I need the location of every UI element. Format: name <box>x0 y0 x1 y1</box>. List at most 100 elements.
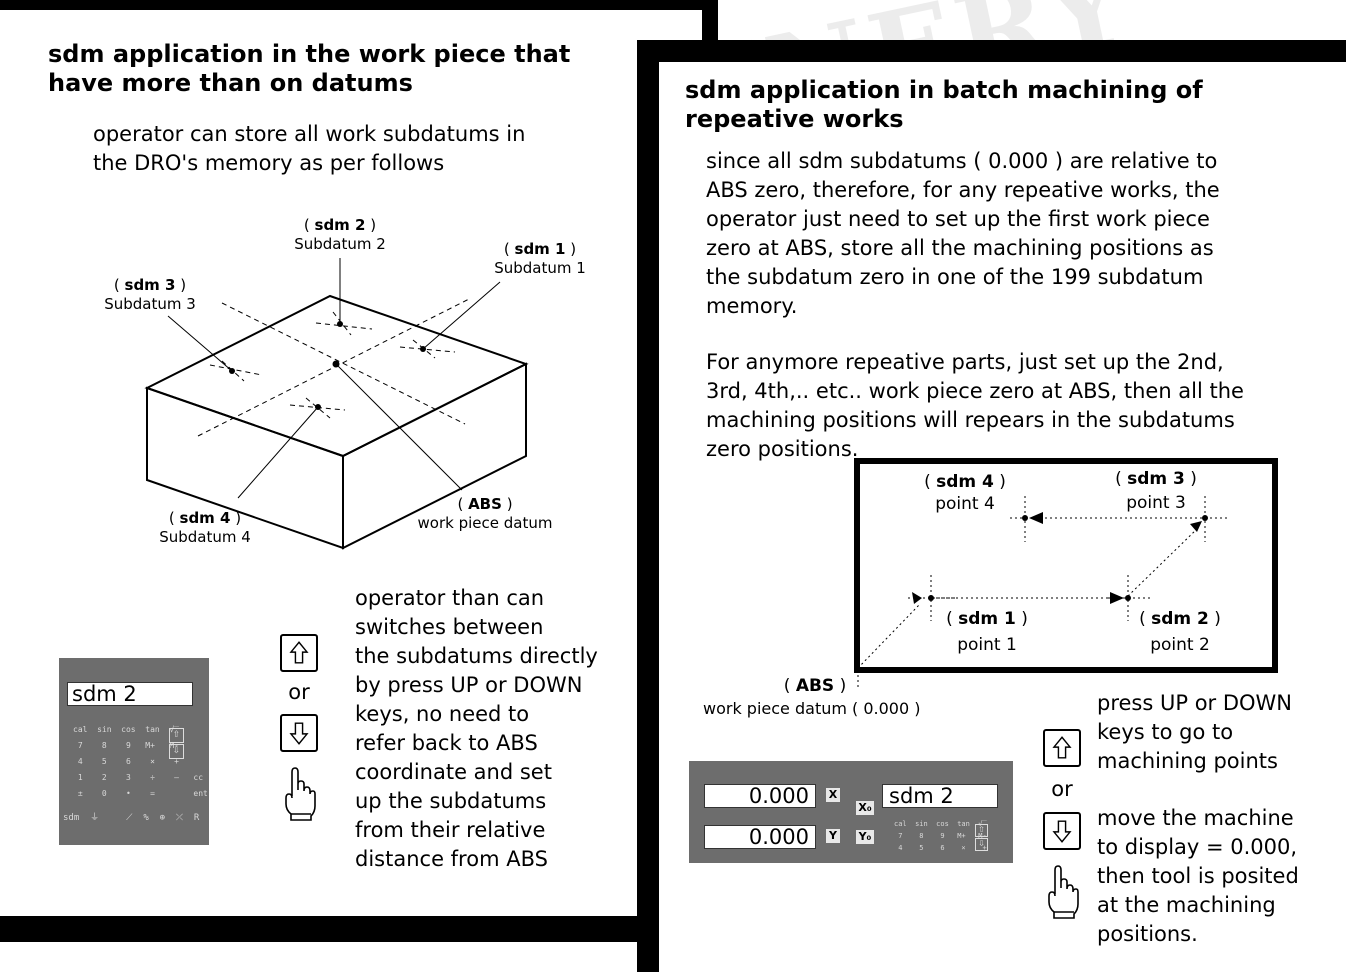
left-desc-line: distance from ABS <box>355 847 548 871</box>
right-para1-line: memory. <box>706 294 798 318</box>
right-move-line: move the machine <box>1097 806 1294 830</box>
right-para2-line: zero positions. <box>706 437 859 461</box>
right-title-line-2: repeative works <box>685 105 904 133</box>
centerline-1 <box>221 302 466 425</box>
sdm2-cross-v <box>332 311 352 336</box>
right-para1-line: since all sdm subdatums ( 0.000 ) are re… <box>706 149 1218 173</box>
left-dro-function-keys[interactable]: sdm ⏚ ⟋ % ⊕ ⤫ R <box>63 813 200 823</box>
left-sdm2-tag: sdm 2 <box>314 216 366 234</box>
sdm1-cross-h <box>399 346 456 353</box>
left-or: or <box>288 680 310 704</box>
left-sdm4-callout: ( sdm 4 ) Subdatum 4 <box>145 509 265 547</box>
right-sdm1-callout: ( sdm 1 ) point 1 <box>937 606 1037 658</box>
up-arrow-icon <box>1052 736 1072 759</box>
arrowhead-p4 <box>1029 512 1043 524</box>
right-press-line: press UP or DOWN <box>1097 691 1293 715</box>
down-arrow-icon <box>289 722 309 745</box>
right-sdm4-label: point 4 <box>935 494 995 514</box>
path-abs-to-p1 <box>857 603 921 669</box>
left-dro-up-key[interactable]: ⇧ <box>169 728 184 743</box>
left-sdm3-label: Subdatum 3 <box>104 295 196 313</box>
left-dro-display: sdm 2 <box>67 682 193 706</box>
left-intro-line-2: the DRO's memory as per follows <box>93 151 445 175</box>
path-p2-to-p3 <box>1127 527 1199 597</box>
left-title-line-2: have more than on datums <box>48 69 413 97</box>
down-arrow-icon <box>1052 820 1072 843</box>
left-sdm2-label: Subdatum 2 <box>294 235 386 253</box>
point4-dot <box>1022 515 1028 521</box>
left-abs-label: work piece datum <box>417 514 553 532</box>
left-dro-down-key[interactable]: ⇩ <box>169 744 184 759</box>
right-dro-x-zero[interactable]: X₀ <box>856 801 874 815</box>
right-abs-tag: ABS <box>795 676 835 696</box>
right-dro-display: sdm 2 <box>882 784 998 808</box>
right-para1-line: operator just need to set up the first w… <box>706 207 1210 231</box>
left-sdm2-callout: ( sdm 2 ) Subdatum 2 <box>280 216 400 254</box>
arrowhead-p3 <box>1190 521 1202 532</box>
left-desc-line: the subdatums directly <box>355 644 598 668</box>
right-dro-down-key[interactable]: ⇩ <box>975 838 988 851</box>
right-sdm1-tag: sdm 1 <box>958 609 1016 629</box>
left-dro-keypad[interactable]: cal sin cos tan √‾ 7 8 9 M+ M- 4 5 6 × +… <box>73 725 208 798</box>
left-desc-line: keys, no need to <box>355 702 530 726</box>
left-desc-line: refer back to ABS <box>355 731 538 755</box>
left-sdm1-tag: sdm 1 <box>514 240 566 258</box>
right-dro-x-axis[interactable]: X <box>826 788 840 802</box>
right-paragraph-2: For anymore repeative parts, just set up… <box>706 348 1244 464</box>
right-sdm2-label: point 2 <box>1150 635 1210 655</box>
left-sdm4-tag: sdm 4 <box>179 509 231 527</box>
right-dro-y-zero[interactable]: Y₀ <box>856 830 874 844</box>
left-up-key[interactable] <box>280 634 318 672</box>
left-desc-line: switches between <box>355 615 544 639</box>
right-sdm1-label: point 1 <box>957 635 1017 655</box>
left-sdm4-label: Subdatum 4 <box>159 528 251 546</box>
up-arrow-icon <box>289 641 309 664</box>
left-title: sdm application in the work piece that h… <box>48 40 570 98</box>
block-right-face <box>342 362 527 550</box>
centerline-2 <box>197 297 472 437</box>
right-title-line-1: sdm application in batch machining of <box>685 76 1203 104</box>
right-sdm3-callout: ( sdm 3 ) point 3 <box>1106 467 1206 515</box>
left-desc-line: up the subdatums <box>355 789 547 813</box>
point1-dot <box>928 595 934 601</box>
right-para2-line: 3rd, 4th,.. etc.. work piece zero at ABS… <box>706 379 1244 403</box>
right-para2-line: machining positions will repears in the … <box>706 408 1235 432</box>
sdm2-cross-h <box>315 322 373 330</box>
right-or: or <box>1051 777 1073 801</box>
left-intro: operator can store all work subdatums in… <box>93 120 525 178</box>
right-para1-line: zero at ABS, store all the machining pos… <box>706 236 1214 260</box>
right-dro-y-value: 0.000 <box>704 825 816 849</box>
right-down-key[interactable] <box>1043 812 1081 850</box>
right-title: sdm application in batch machining of re… <box>685 76 1203 134</box>
sdm3-cross-v <box>221 360 245 382</box>
right-para2-line: For anymore repeative parts, just set up… <box>706 350 1224 374</box>
left-abs-callout: ( ABS ) work piece datum <box>405 495 565 533</box>
right-dro-y-axis[interactable]: Y <box>826 829 840 843</box>
left-title-line-1: sdm application in the work piece that <box>48 40 571 68</box>
point2-dot <box>1125 595 1131 601</box>
left-intro-line-1: operator can store all work subdatums in <box>93 122 526 146</box>
left-sdm3-tag: sdm 3 <box>124 276 176 294</box>
abs-leader <box>335 363 463 491</box>
right-dro-unit: 0.000 X 0.000 Y X₀ Y₀ sdm 2 cal sin cos … <box>689 761 1013 863</box>
left-down-key[interactable] <box>280 714 318 752</box>
right-up-key[interactable] <box>1043 729 1081 767</box>
right-sdm3-label: point 3 <box>1126 493 1186 513</box>
left-desc-line: coordinate and set <box>355 760 552 784</box>
right-press-line: machining points <box>1097 749 1278 773</box>
right-press-line: keys to go to <box>1097 720 1234 744</box>
right-sdm3-tag: sdm 3 <box>1127 469 1185 489</box>
arrowhead-p1 <box>912 592 922 604</box>
right-paragraph-1: since all sdm subdatums ( 0.000 ) are re… <box>706 147 1220 321</box>
right-move-line: positions. <box>1097 922 1198 946</box>
right-para1-line: the subdatum zero in one of the 199 subd… <box>706 265 1204 289</box>
sdm4-leader <box>237 406 319 499</box>
sdm1-leader <box>422 281 501 350</box>
right-dro-up-key[interactable]: ⇧ <box>975 824 988 837</box>
left-dro-unit: sdm 2 cal sin cos tan √‾ 7 8 9 M+ M- 4 5… <box>59 658 209 845</box>
left-sdm1-callout: ( sdm 1 ) Subdatum 1 <box>480 240 600 278</box>
right-abs-callout: ( ABS ) <box>783 676 847 696</box>
arrowhead-p2 <box>1110 592 1124 604</box>
right-dro-keypad[interactable]: cal sin cos tan √‾ 7 8 9 M+ M- 4 5 6 × + <box>894 820 987 852</box>
